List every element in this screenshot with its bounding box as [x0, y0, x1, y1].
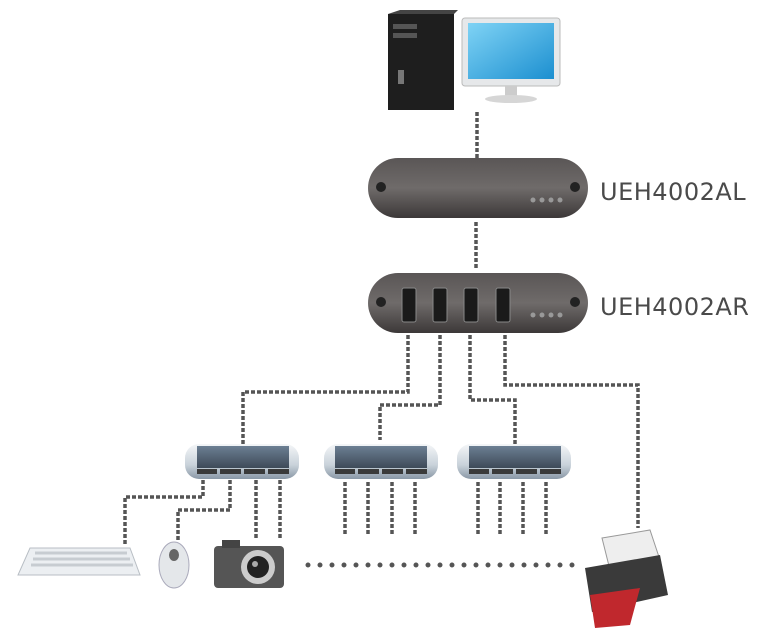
- connection-cables: [123, 112, 640, 568]
- monitor-icon: [461, 17, 561, 103]
- usb-hub-icon: [457, 444, 571, 479]
- usb-hub-icon: [185, 444, 299, 479]
- usb-hub-icon: [324, 444, 438, 479]
- printer-icon: [585, 529, 668, 628]
- usb-extender-remote: [368, 273, 588, 333]
- computer-tower-icon: [388, 10, 458, 110]
- usb-port-icon: [401, 287, 511, 323]
- mouse-icon: [158, 541, 190, 589]
- camera-icon: [214, 540, 284, 588]
- device-label-ueh4002ar: UEH4002AR: [600, 293, 750, 321]
- usb-extender-local: [368, 158, 588, 218]
- keyboard-icon: [17, 547, 141, 576]
- device-label-ueh4002al: UEH4002AL: [600, 178, 747, 206]
